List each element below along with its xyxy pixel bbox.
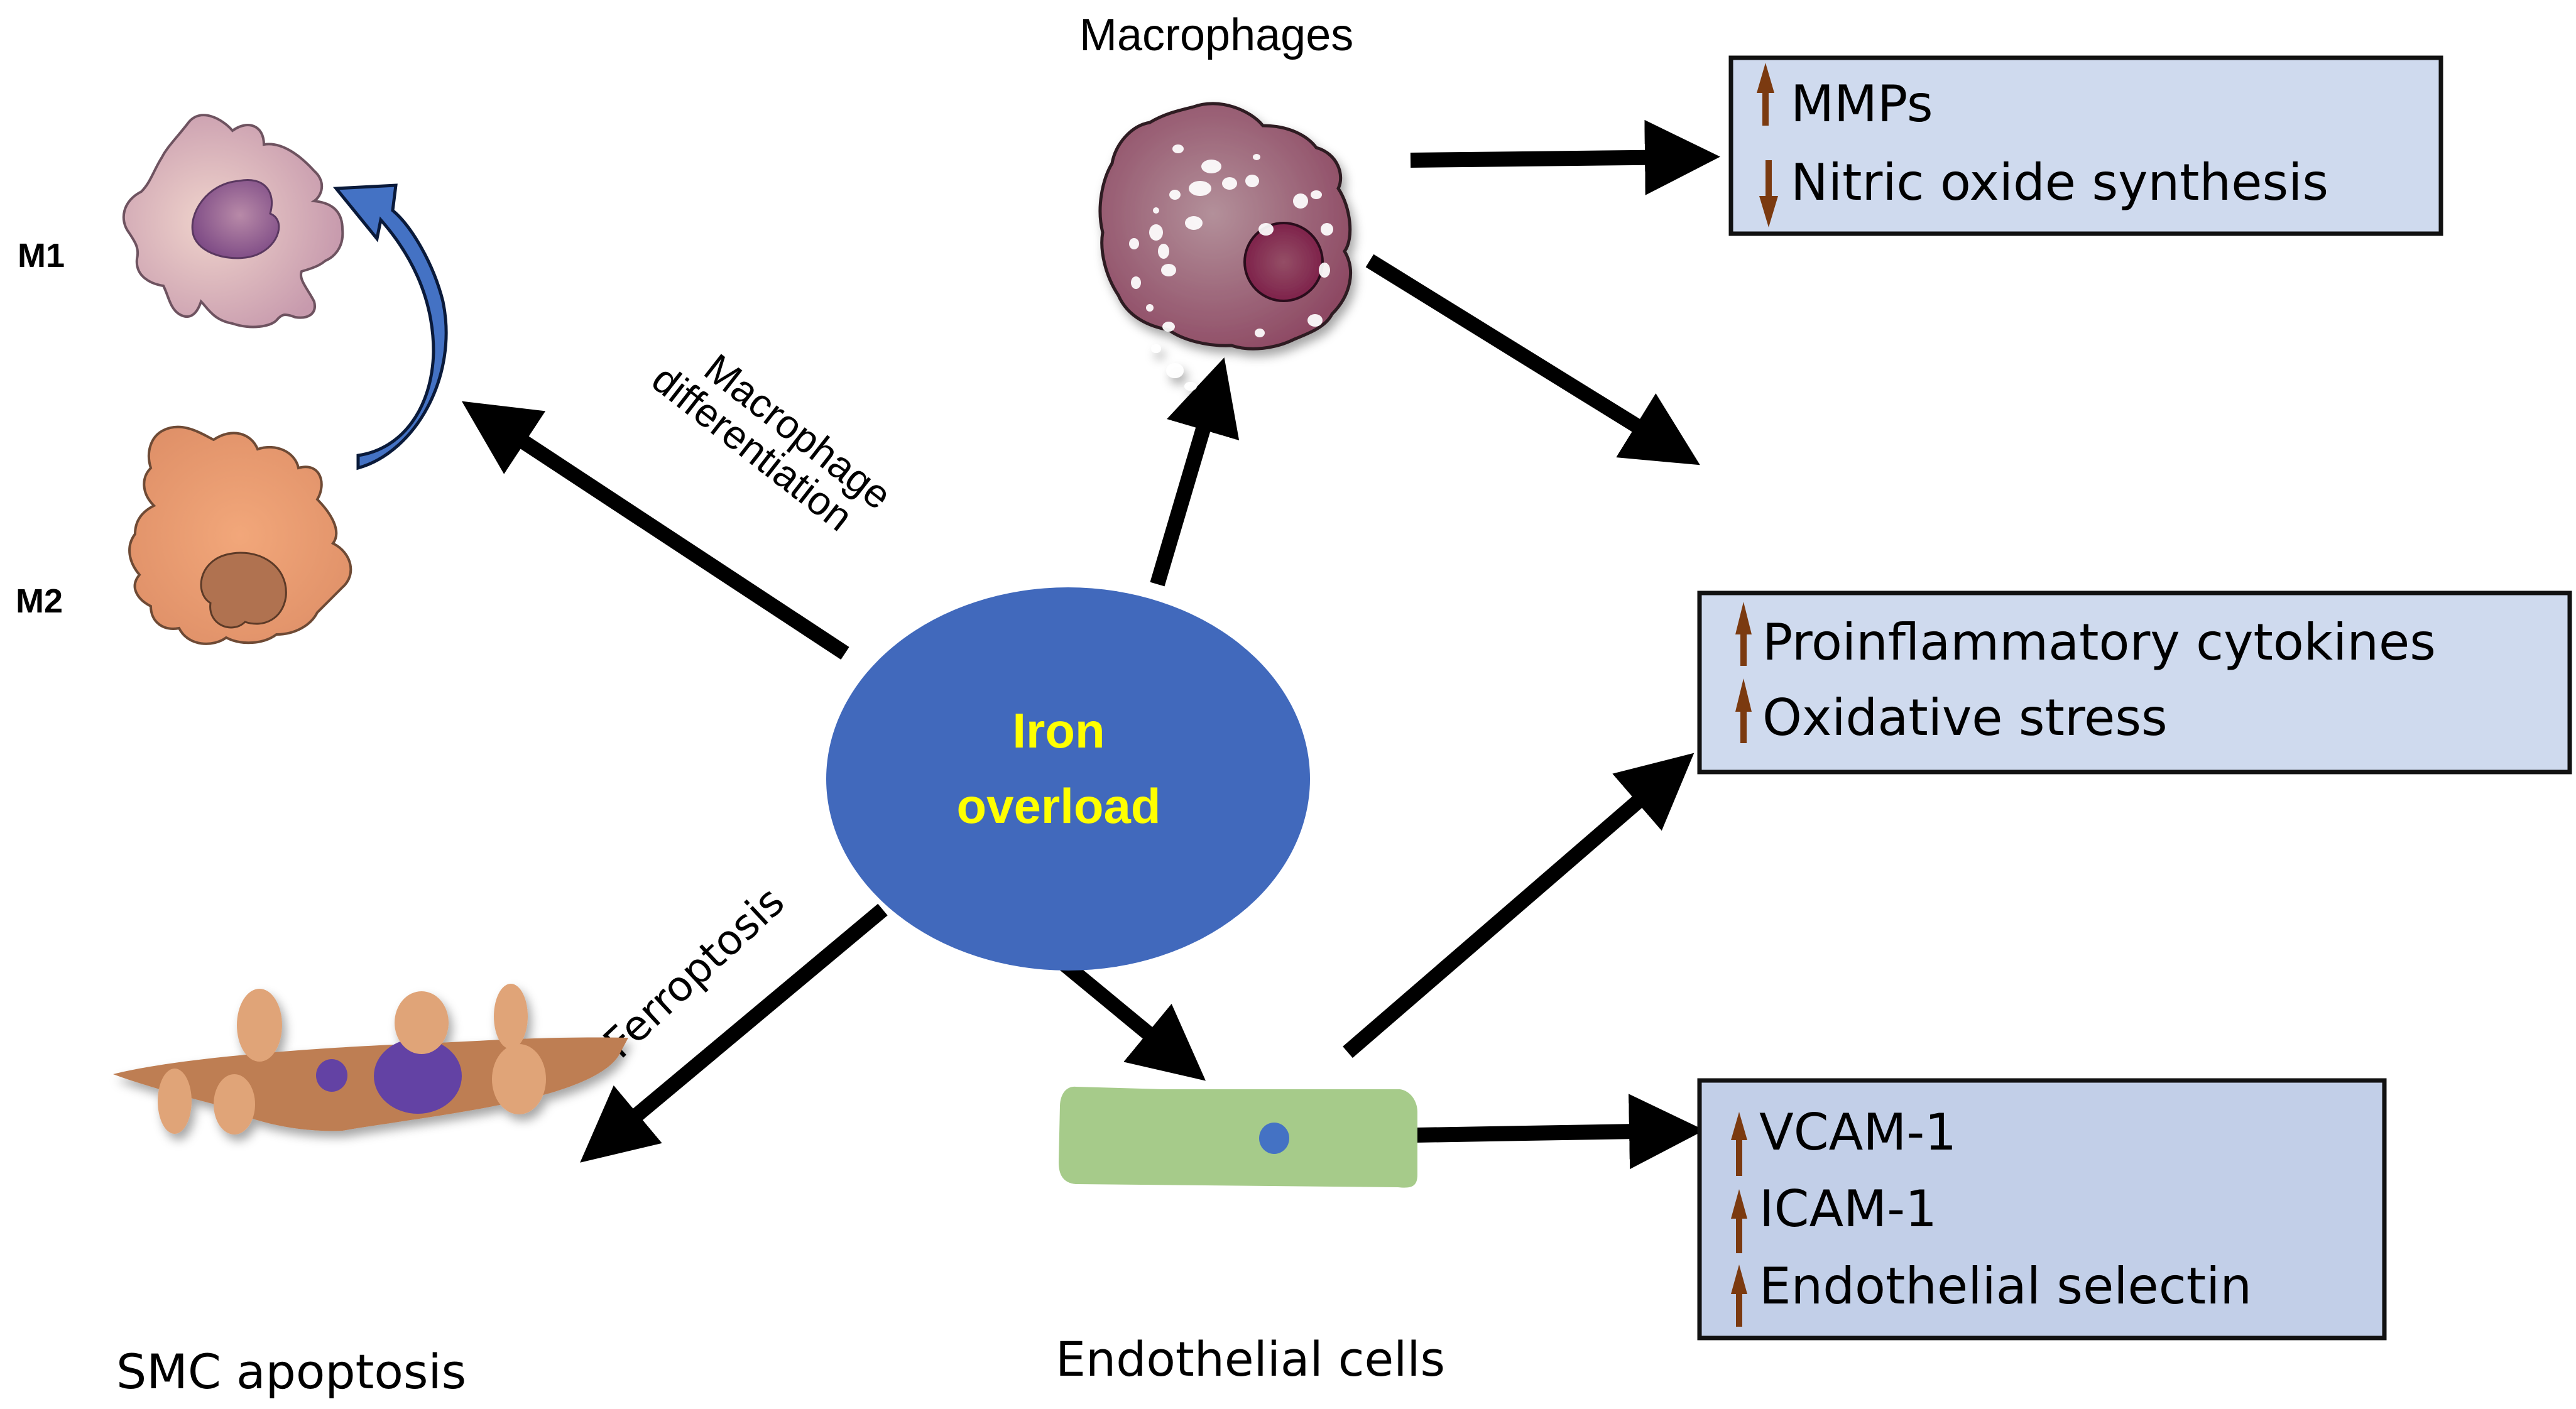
nitric-oxide-synthesis-text: Nitric oxide synthesis xyxy=(1791,153,2328,212)
macrophage-vacuoles xyxy=(1129,144,1333,391)
m2-nucleus xyxy=(200,552,287,629)
macrophage-differentiation-label: Macrophage differentiation xyxy=(643,345,900,540)
shared-effects-box: Proinflammatory cytokines Oxidative stre… xyxy=(1697,590,2572,775)
macrophage-effects-box: MMPs Nitric oxide synthesis xyxy=(1728,55,2443,236)
shared-effects-box-frame xyxy=(1697,590,2572,775)
macrophage-cell xyxy=(1098,102,1353,391)
arrow-macrophages-to-cytokine-box xyxy=(1365,254,1700,465)
up-arrow-icon xyxy=(1735,602,1752,666)
endothelial-selectin-text: Endothelial selectin xyxy=(1759,1257,2252,1315)
oxidative-stress-text: Oxidative stress xyxy=(1762,688,2168,747)
m2-label: M2 xyxy=(16,582,63,620)
polarization-arrow-body xyxy=(332,183,448,471)
m2-to-m1-polarization-arrow xyxy=(332,183,448,471)
arrow-to-macrophage-differentiation xyxy=(461,401,849,660)
m1-nucleus xyxy=(191,179,280,259)
m1-cell xyxy=(122,114,344,329)
m2-cell xyxy=(128,425,352,645)
down-arrow-icon xyxy=(1759,160,1778,227)
endothelial-effects-box: VCAM-1 ICAM-1 Endothelial selectin xyxy=(1697,1078,2387,1341)
smc-small-nucleus xyxy=(316,1059,347,1092)
macrophages-label: Macrophages xyxy=(1079,10,1353,60)
iron-overload-ellipse xyxy=(826,587,1310,971)
endothelial-nucleus xyxy=(1259,1123,1289,1154)
iron-overload-label-line2: overload xyxy=(956,778,1160,834)
proinflammatory-cytokines-text: Proinflammatory cytokines xyxy=(1762,613,2436,672)
up-arrow-icon xyxy=(1731,1265,1747,1327)
vcam-1-text: VCAM-1 xyxy=(1759,1103,1957,1161)
endothelial-cell xyxy=(1059,1086,1417,1188)
arrow-endothelial-to-cytokine-box xyxy=(1343,753,1695,1058)
macrophage-nucleus xyxy=(1243,222,1324,302)
macrophage-effects-box-frame xyxy=(1728,55,2443,236)
up-arrow-icon xyxy=(1757,63,1774,126)
endothelial-cell-body xyxy=(1059,1086,1417,1188)
mmps-text: MMPs xyxy=(1791,75,1933,133)
arrow-endothelial-to-adhesion-box xyxy=(1415,1094,1705,1170)
iron-overload-label-line1: Iron xyxy=(1012,703,1105,758)
arrow-to-macrophages xyxy=(1150,357,1240,587)
smc-blebs xyxy=(158,984,546,1134)
macrophage-cell-body xyxy=(1098,102,1353,351)
smc-apoptosis-label: SMC apoptosis xyxy=(116,1344,466,1400)
up-arrow-icon xyxy=(1731,1189,1747,1253)
arrow-to-smc-apoptosis xyxy=(580,903,888,1163)
up-arrow-icon xyxy=(1731,1112,1747,1176)
smc-cell xyxy=(113,984,628,1134)
smc-nucleus xyxy=(374,1038,462,1114)
endothelial-effects-box-frame xyxy=(1697,1078,2387,1341)
m1-label: M1 xyxy=(18,237,65,275)
connector-arrows xyxy=(461,119,1720,1170)
m2-cell-body xyxy=(128,425,352,645)
arrow-macrophages-to-mmp-box xyxy=(1410,119,1720,195)
up-arrow-icon xyxy=(1735,678,1752,743)
icam-1-text: ICAM-1 xyxy=(1759,1180,1937,1238)
smc-cell-body xyxy=(113,1037,628,1131)
endothelial-cells-label: Endothelial cells xyxy=(1056,1331,1445,1387)
iron-overload-node: Iron overload xyxy=(826,587,1310,971)
